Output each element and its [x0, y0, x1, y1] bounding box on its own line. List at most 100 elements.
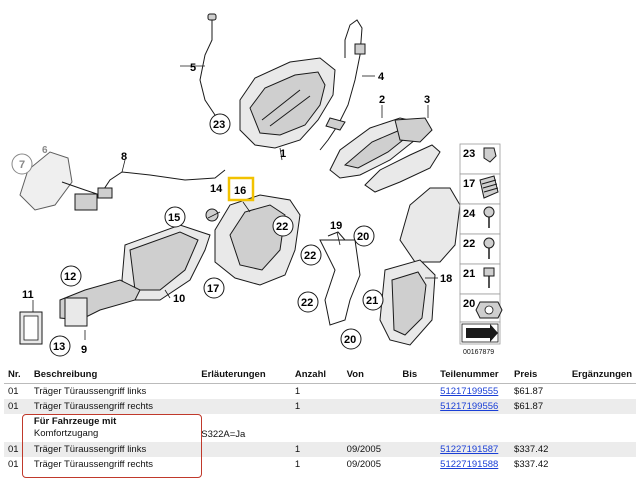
callout-13-circle: 13 — [49, 335, 71, 357]
parts-diagram: 5 4 2 3 1 8 14 18 19 11 9 10 6 23 7 15 2… — [11, 13, 503, 357]
cell-supplements — [568, 384, 636, 400]
cell-from — [342, 399, 399, 414]
hardware-strip — [459, 143, 503, 345]
cell-part-number: 51217199555 — [436, 384, 510, 400]
part-19-bracket — [319, 231, 361, 326]
side-label-23: 23 — [463, 148, 475, 160]
part-number-link[interactable]: 51227191588 — [440, 459, 499, 470]
cell-to — [398, 457, 436, 472]
callout-2: 2 — [379, 94, 385, 106]
callout-20-circle-b: 20 — [340, 328, 362, 350]
cell-notes: S322A=Ja — [201, 429, 246, 440]
cell-to — [398, 384, 436, 400]
cell-part-number: 51227191587 — [436, 442, 511, 457]
svg-text:20: 20 — [357, 231, 369, 243]
cell-nr: 01 — [8, 386, 19, 397]
callout-21-circle: 21 — [362, 289, 384, 311]
cell-quantity: 1 — [294, 459, 301, 470]
header-supplements: Ergänzungen — [567, 366, 636, 384]
header-notes: Erläuterungen — [197, 366, 291, 384]
callout-17-circle: 17 — [203, 277, 225, 299]
condition-subtitle: Komfortzugang — [33, 428, 99, 439]
callout-18: 18 — [440, 273, 452, 285]
header-nr: Nr. — [4, 366, 30, 384]
callout-10: 10 — [173, 293, 185, 305]
callout-19: 19 — [330, 220, 342, 232]
callout-3: 3 — [424, 94, 430, 106]
callout-23-circle: 23 — [209, 113, 231, 135]
table-header-row: Nr. Beschreibung Erläuterungen Anzahl Vo… — [4, 366, 636, 384]
callout-16-highlighted[interactable]: 16 — [227, 176, 255, 202]
callout-22-circle-c: 22 — [297, 291, 319, 313]
cell-description: Für Fahrzeuge mit Komfortzugang — [30, 414, 197, 442]
callout-8: 8 — [121, 151, 127, 163]
cell-price: $337.42 — [514, 459, 549, 470]
callout-22-circle-a: 22 — [272, 215, 294, 237]
callout-12-circle: 12 — [60, 265, 82, 287]
part-number-link[interactable]: 51217199555 — [440, 386, 499, 397]
cell-price — [510, 414, 568, 442]
side-label-20: 20 — [463, 298, 475, 310]
cell-to — [398, 442, 437, 457]
cell-from: 09/2005 — [342, 442, 399, 457]
cell-nr — [4, 414, 30, 442]
cell-from — [343, 384, 399, 400]
part-16-lock-carrier — [205, 194, 301, 286]
cell-notes — [197, 384, 291, 400]
svg-text:15: 15 — [168, 212, 180, 224]
header-part-number: Teilenummer — [436, 366, 511, 384]
cell-supplements — [567, 442, 636, 457]
svg-text:13: 13 — [53, 341, 65, 353]
part-number-link[interactable]: 51227191587 — [440, 444, 499, 455]
cell-part-number — [436, 414, 510, 442]
svg-text:22: 22 — [276, 221, 288, 233]
cell-description: Träger Türaussengriff links — [33, 386, 147, 397]
side-label-21: 21 — [463, 268, 475, 280]
header-quantity: Anzahl — [290, 366, 343, 384]
cell-price: $337.42 — [510, 442, 568, 457]
cell-price: $61.87 — [510, 399, 568, 414]
cell-part-number: 51217199556 — [436, 399, 511, 414]
cell-nr: 01 — [8, 459, 19, 470]
svg-text:12: 12 — [64, 271, 76, 283]
side-label-17: 17 — [463, 178, 475, 190]
cell-from: 09/2005 — [346, 459, 381, 470]
side-label-24: 24 — [463, 208, 476, 220]
cell-supplements — [568, 414, 636, 442]
callout-6: 6 — [42, 145, 48, 156]
part-8-cable-assembly — [19, 151, 226, 211]
cell-nr: 01 — [4, 442, 30, 457]
header-to: Bis — [398, 366, 437, 384]
cell-nr: 01 — [4, 399, 30, 414]
table-row: 01 Träger Türaussengriff rechts 1 09/200… — [4, 457, 636, 472]
cell-to — [398, 399, 437, 414]
table-row-condition: Für Fahrzeuge mit Komfortzugang S322A=Ja — [4, 414, 636, 442]
side-label-22: 22 — [463, 238, 475, 250]
part-1-handle-carrier — [239, 57, 336, 161]
svg-text:16: 16 — [234, 185, 246, 197]
cell-quantity — [291, 414, 343, 442]
cell-to — [398, 414, 436, 442]
cell-notes — [197, 442, 291, 457]
part-4-cable — [319, 19, 375, 151]
cell-description: Träger Türaussengriff rechts — [29, 399, 198, 414]
part-5-rod — [180, 13, 217, 116]
svg-text:22: 22 — [304, 250, 316, 262]
svg-text:20: 20 — [344, 334, 356, 346]
svg-text:23: 23 — [213, 119, 225, 131]
part-number-link[interactable]: 51217199556 — [440, 401, 499, 412]
header-from: Von — [342, 366, 399, 384]
callout-11: 11 — [22, 289, 34, 301]
header-price: Preis — [510, 366, 568, 384]
callout-20-circle-a: 20 — [353, 225, 375, 247]
cell-quantity: 1 — [294, 386, 301, 397]
cell-from — [343, 414, 399, 442]
header-description: Beschreibung — [29, 366, 198, 384]
svg-text:17: 17 — [207, 283, 219, 295]
diagram-image-id: 00167879 — [463, 349, 494, 356]
callout-1: 1 — [280, 148, 286, 160]
svg-text:7: 7 — [19, 159, 25, 171]
callout-9: 9 — [81, 344, 87, 356]
part-9-check-strap — [19, 279, 141, 345]
callout-14: 14 — [210, 183, 223, 195]
